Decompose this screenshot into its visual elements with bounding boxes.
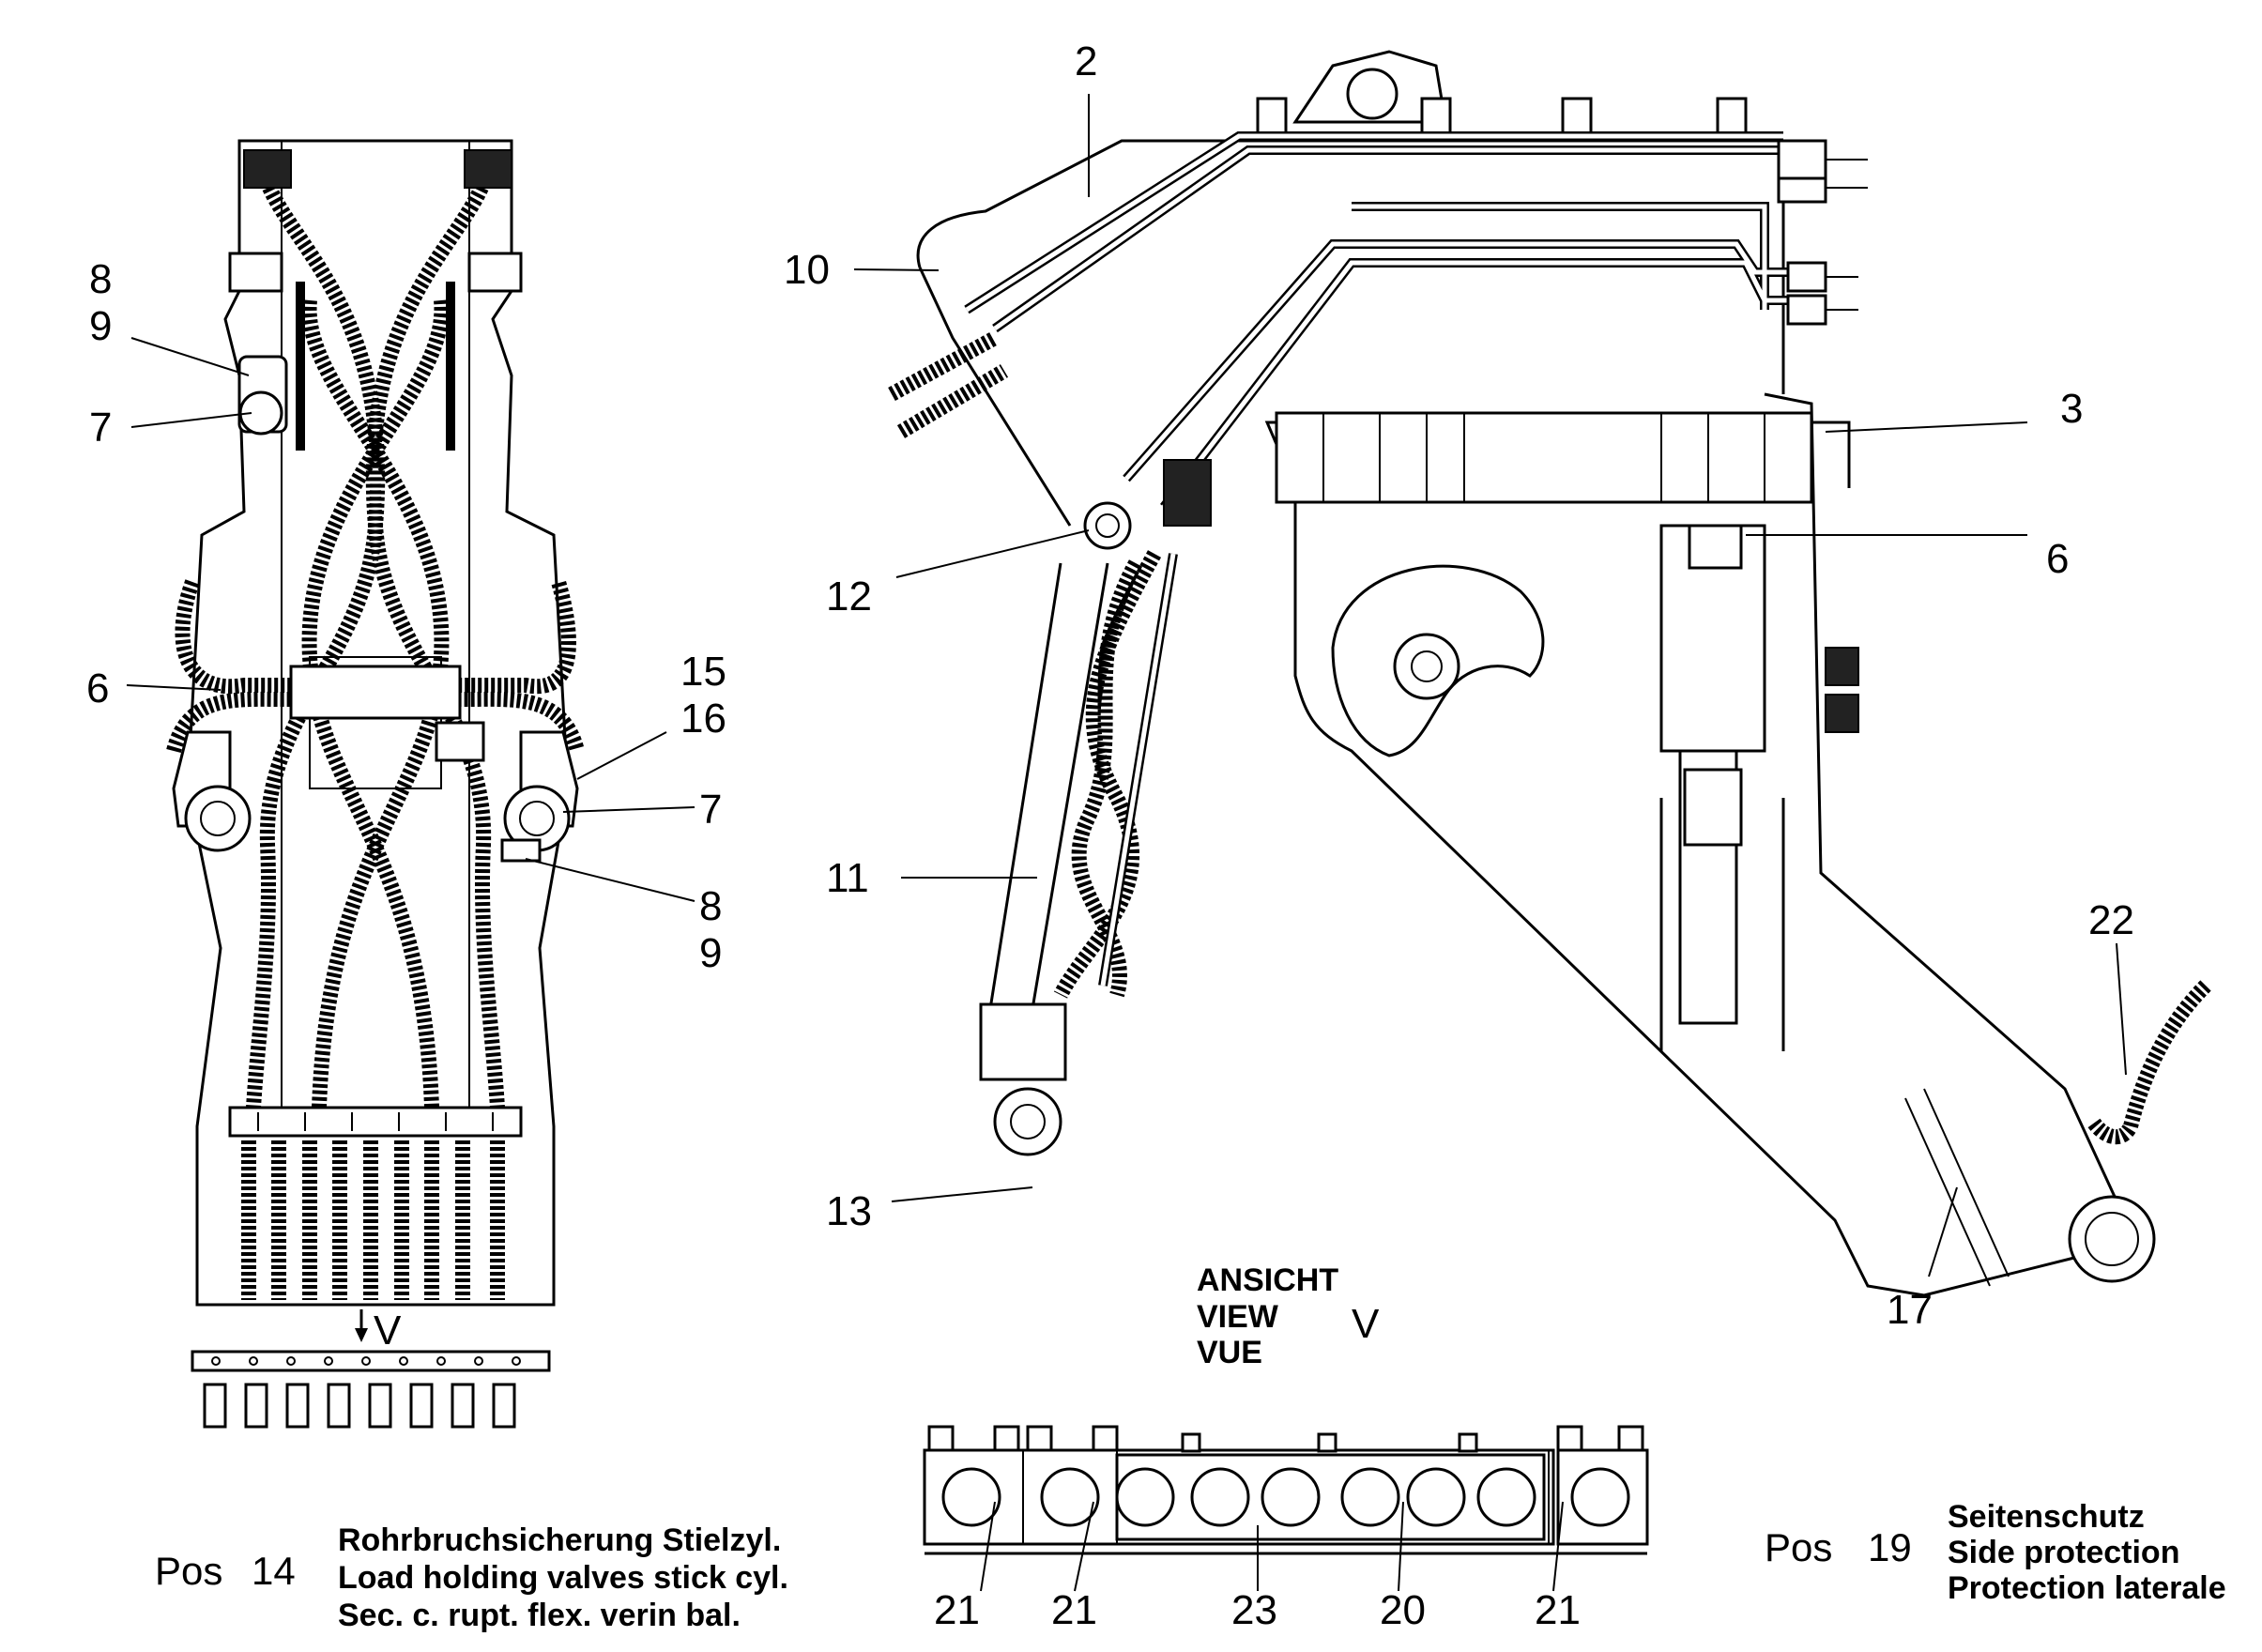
callout-13: 13 <box>826 1188 872 1234</box>
pos-19-number: 19 <box>1868 1525 1912 1569</box>
callout-22: 22 <box>2088 897 2134 943</box>
callout-12: 12 <box>826 574 872 620</box>
leader-lines-right <box>853 94 2127 1277</box>
callout-11: 11 <box>826 855 869 901</box>
callout-8-right: 8 <box>699 883 722 929</box>
view-letter: V <box>1352 1301 1380 1347</box>
pos-14-line-2: Load holding valves stick cyl. <box>338 1560 788 1596</box>
callout-8-left: 8 <box>89 256 112 302</box>
view-line-3: VUE <box>1197 1335 1262 1370</box>
pos-14-note: Pos 14 Rohrbruchsicherung Stielzyl. Load… <box>155 1522 788 1633</box>
view-v-clamp-assembly <box>923 1425 1649 1592</box>
callout-20: 20 <box>1380 1587 1426 1633</box>
callout-7-right: 7 <box>699 787 722 833</box>
boom-side-view <box>888 50 2211 1297</box>
callout-21-a: 21 <box>934 1587 980 1633</box>
callout-15: 15 <box>680 649 726 695</box>
view-caption: ANSICHT VIEW VUE V <box>1197 1262 1380 1370</box>
view-line-1: ANSICHT <box>1197 1262 1338 1298</box>
callout-16: 16 <box>680 696 726 742</box>
callout-2: 2 <box>1075 38 1097 84</box>
pos-19-line-3: Protection laterale <box>1948 1570 2226 1606</box>
leader-lines-left <box>126 337 695 902</box>
callout-6-left: 6 <box>86 665 109 711</box>
callout-v-arrow: V <box>374 1308 402 1354</box>
pos-19-line-2: Side protection <box>1948 1535 2179 1570</box>
callout-7-left: 7 <box>89 405 112 451</box>
callout-21-c: 21 <box>1535 1587 1581 1633</box>
pos-14-prefix: Pos <box>155 1549 222 1593</box>
callout-10: 10 <box>784 247 830 293</box>
pos-19-line-1: Seitenschutz <box>1948 1499 2145 1535</box>
callout-numbers: 2 10 12 11 13 3 6 22 17 8 9 7 6 15 16 7 … <box>86 38 2134 1633</box>
callout-3: 3 <box>2060 386 2083 432</box>
boom-top-view <box>166 139 585 1429</box>
callout-9-left: 9 <box>89 303 112 349</box>
pos-19-prefix: Pos <box>1765 1525 1832 1569</box>
callout-21-b: 21 <box>1051 1587 1097 1633</box>
callout-9-right: 9 <box>699 930 722 976</box>
pos-14-line-3: Sec. c. rupt. flex. verin bal. <box>338 1598 741 1633</box>
callout-23: 23 <box>1231 1587 1277 1633</box>
view-line-2: VIEW <box>1197 1299 1279 1335</box>
pos-14-line-1: Rohrbruchsicherung Stielzyl. <box>338 1522 781 1558</box>
pos-19-note: Pos 19 Seitenschutz Side protection Prot… <box>1765 1499 2226 1606</box>
callout-17: 17 <box>1887 1287 1933 1333</box>
callout-6-right: 6 <box>2046 536 2069 582</box>
pos-14-number: 14 <box>252 1549 296 1593</box>
